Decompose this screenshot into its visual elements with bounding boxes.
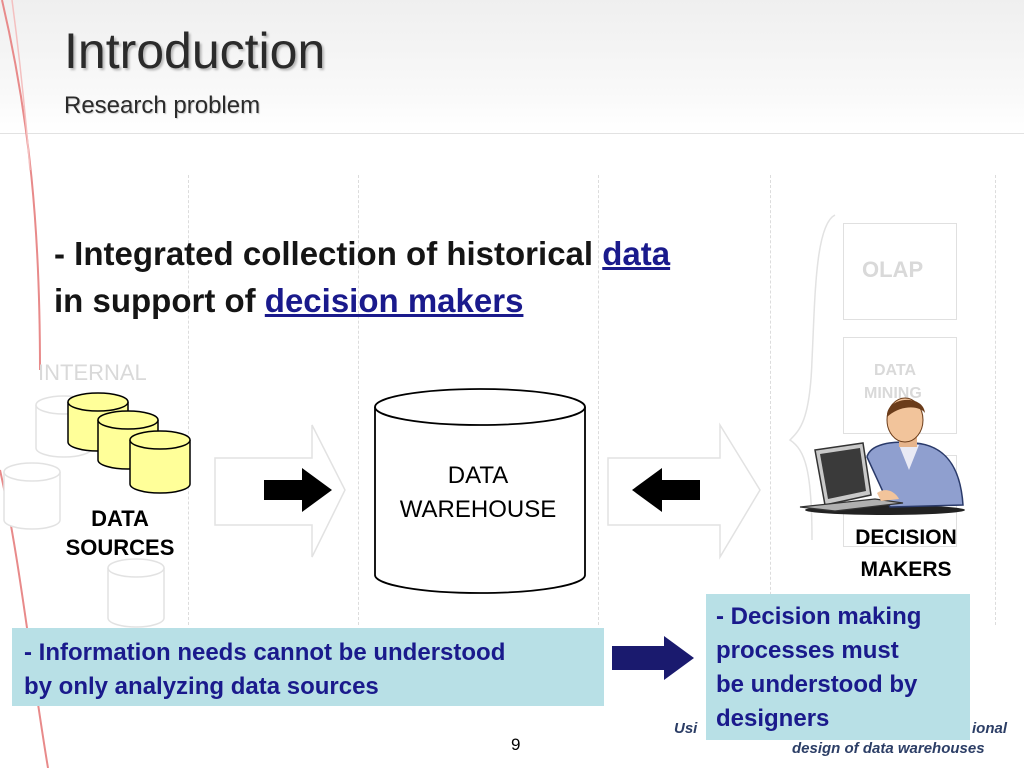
faded-olap-label: OLAP bbox=[862, 257, 924, 282]
faded-internal-label: INTERNAL bbox=[38, 360, 147, 385]
definition-line-2: in support of decision makers bbox=[54, 282, 524, 319]
callout-right-line-4: designers bbox=[716, 705, 830, 732]
definition-text: - Integrated collection of historical da… bbox=[54, 230, 814, 324]
callout-left-line-1: - Information needs cannot be understood bbox=[24, 639, 506, 666]
callout-information-needs: - Information needs cannot be understood… bbox=[12, 628, 604, 706]
data-sources-icon bbox=[67, 392, 191, 494]
faded-olap-box bbox=[843, 223, 957, 320]
person-at-laptop-icon bbox=[799, 397, 965, 515]
data-warehouse-label-2: WAREHOUSE bbox=[399, 496, 557, 523]
decision-makers-label-2: MAKERS bbox=[860, 558, 952, 581]
header-band bbox=[0, 0, 1024, 134]
footer-line-2: design of data warehouses bbox=[792, 740, 985, 757]
arrow-right-icon bbox=[264, 468, 332, 512]
callout-right-line-3: be understood by bbox=[716, 671, 918, 698]
footer-line-1-end: ional bbox=[972, 720, 1008, 737]
decision-makers-label-1: DECISION bbox=[855, 526, 957, 549]
slide-title: Introduction bbox=[64, 23, 326, 79]
faded-divider-2 bbox=[358, 175, 359, 625]
link-decision-makers[interactable]: decision makers bbox=[264, 282, 524, 319]
data-sources-label-2: SOURCES bbox=[65, 535, 175, 560]
callout-decision-processes: - Decision making processes must be unde… bbox=[706, 594, 970, 740]
arrow-left-icon bbox=[632, 468, 700, 512]
callout-right-line-2: processes must bbox=[716, 637, 899, 664]
callout-arrow-icon bbox=[612, 636, 694, 680]
link-data[interactable]: data bbox=[602, 235, 671, 272]
page-number: 9 bbox=[511, 735, 521, 754]
faded-divider-5 bbox=[995, 175, 996, 625]
slide-subtitle: Research problem bbox=[64, 92, 261, 119]
faded-divider-4 bbox=[770, 175, 771, 625]
data-warehouse-label-1: DATA bbox=[447, 462, 509, 489]
callout-left-line-2: by only analyzing data sources bbox=[24, 673, 379, 700]
callout-right-line-1: - Decision making bbox=[716, 603, 922, 630]
faded-data-mining-label-1: DATA bbox=[874, 362, 917, 379]
data-warehouse-icon bbox=[374, 388, 586, 594]
definition-line-1: - Integrated collection of historical da… bbox=[54, 235, 671, 272]
faded-divider-3 bbox=[598, 175, 599, 625]
data-sources-label-1: DATA bbox=[91, 506, 149, 531]
footer-line-1-start: Usi bbox=[674, 720, 698, 737]
faded-divider-1 bbox=[188, 175, 189, 625]
